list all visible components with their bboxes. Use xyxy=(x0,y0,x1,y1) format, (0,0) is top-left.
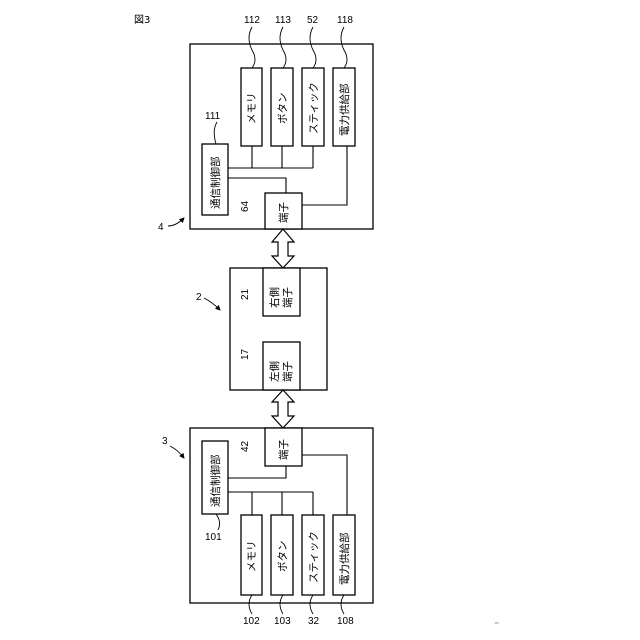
corner-mark: ⁻ xyxy=(494,620,499,631)
device-3-terminal-label: 端子 xyxy=(277,439,290,460)
device-3-button-ref: 103 xyxy=(274,616,291,627)
device-3-ref: 3 xyxy=(162,436,168,447)
device-3-button-label: ボタン xyxy=(277,541,289,573)
device-4-button-label: ボタン xyxy=(277,93,289,125)
device-3-power-ref: 108 xyxy=(337,616,354,627)
device-2-ref: 2 xyxy=(196,292,202,303)
device-4-terminal-ref: 64 xyxy=(240,200,251,212)
device-4-power-label: 電力供給部 xyxy=(338,84,351,137)
device-4-stick-ref: 52 xyxy=(307,15,319,26)
device-3-stick-label: スティック xyxy=(308,531,320,583)
device-4-comm-label: 通信制御部 xyxy=(209,157,222,210)
device-4-memory-label: メモリ xyxy=(246,93,258,125)
device-4-comm-ref: 111 xyxy=(205,111,221,122)
device-4-memory-ref: 112 xyxy=(244,15,260,26)
device-4-power-ref: 118 xyxy=(337,15,353,26)
device-3-comm-ref: 101 xyxy=(205,532,222,543)
device-2-left-terminal-line1: 左側 xyxy=(268,361,281,382)
device-4-stick-label: スティック xyxy=(308,82,320,134)
device-3-power-label: 電力供給部 xyxy=(338,533,351,586)
connection-arrow-top xyxy=(272,229,294,268)
device-3-stick-ref: 32 xyxy=(308,616,320,627)
device-2-left-terminal-line2: 端子 xyxy=(281,361,294,382)
device-4-ref-arrow xyxy=(168,218,184,226)
device-2-right-terminal-ref: 21 xyxy=(240,288,251,300)
device-2: 2 右側 端子 21 左側 端子 17 xyxy=(196,268,327,390)
device-2-ref-arrow xyxy=(204,298,220,310)
device-3-memory-label: メモリ xyxy=(246,541,258,573)
figure-label: 図3 xyxy=(134,14,150,26)
device-4-terminal-label: 端子 xyxy=(277,202,290,223)
device-3-memory-ref: 102 xyxy=(243,616,260,627)
device-3-terminal-ref: 42 xyxy=(240,440,251,452)
device-3-ref-arrow xyxy=(170,446,184,458)
device-2-right-terminal-line1: 右側 xyxy=(268,287,281,308)
device-4: 4 通信制御部 111 メモリ 112 ボタン 113 スティック 52 電力供… xyxy=(158,15,373,233)
device-4-ref: 4 xyxy=(158,222,164,233)
device-2-left-terminal-ref: 17 xyxy=(240,348,251,360)
device-3: 3 通信制御部 101 メモリ 102 ボタン 103 スティック 32 電力供… xyxy=(162,428,373,627)
device-3-comm-label: 通信制御部 xyxy=(209,455,222,508)
connection-arrow-bottom xyxy=(272,390,294,428)
device-4-button-ref: 113 xyxy=(275,15,291,26)
device-2-right-terminal-line2: 端子 xyxy=(281,287,294,308)
